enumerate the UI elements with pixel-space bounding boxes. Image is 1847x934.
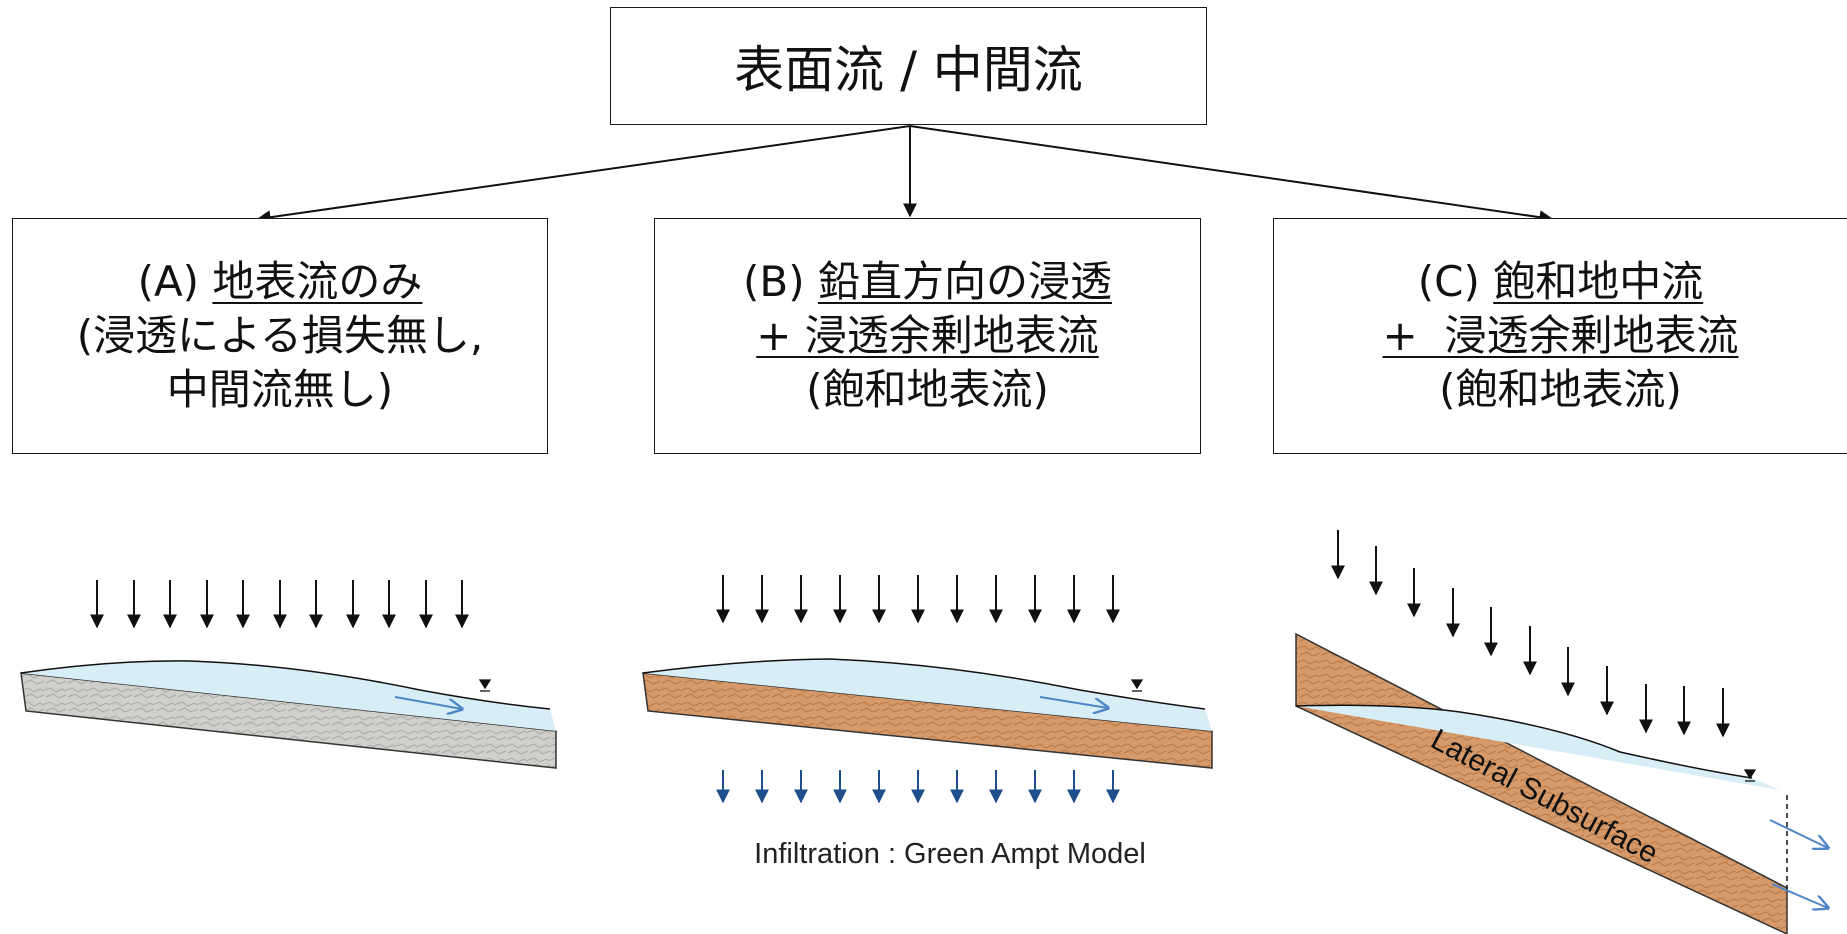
flow-arrow-a [394,696,462,709]
water-table-symbol-b [1130,679,1144,692]
connector-lines [256,125,1554,225]
case-b-box: (B) 鉛直方向の浸透 + 浸透余剰地表流 (飽和地表流) [654,218,1201,454]
outflow-arrow-lower-c [1771,883,1828,908]
case-a-line2: (浸透による損失無し, [76,311,484,360]
case-c-box: (C) 飽和地中流 + 浸透余剰地表流 (飽和地表流) [1273,218,1847,454]
water-table-symbol-c [1743,769,1757,782]
water-surface-b [642,658,1206,710]
outflow-arrow-upper-c [1769,819,1828,848]
case-a-prefix: (A) [137,257,213,306]
rain-arrows-c [1331,530,1730,738]
water-layer-a [21,660,556,731]
case-c-title: 飽和地中流 [1493,257,1704,306]
case-b-line3: (飽和地表流) [806,365,1049,414]
case-b-line2: + 浸透余剰地表流 [756,311,1099,360]
root-label: 表面流 / 中間流 [734,41,1083,99]
case-c-line2: + 浸透余剰地表流 [1382,311,1739,360]
rain-arrows-b [716,575,1120,624]
rain-arrows-a [90,580,469,629]
water-layer-c [1296,705,1780,790]
case-b-prefix: (B) [743,257,818,306]
case-c-prefix: (C) [1417,257,1494,306]
case-a-line1: (A) 地表流のみ [138,255,423,309]
soil-slab-a [20,672,557,769]
soil-slab-b [642,672,1213,769]
case-a-line3: 中間流無し) [166,365,394,414]
water-table-symbol-a [478,679,492,692]
connector-to-c [909,125,1554,225]
root-node: 表面流 / 中間流 [610,7,1207,125]
connector-to-a [256,125,911,225]
case-a-title: 地表流のみ [212,257,423,306]
case-b-line1: (B) 鉛直方向の浸透 [743,255,1112,309]
infiltration-arrows [716,770,1120,804]
case-a-box: (A) 地表流のみ (浸透による損失無し, 中間流無し) [12,218,548,454]
water-surface-c [1295,704,1753,779]
case-c-line1: (C) 飽和地中流 [1418,255,1703,309]
infiltration-caption: Infiltration : Green Ampt Model [754,838,1146,870]
case-b-title: 鉛直方向の浸透 [817,257,1112,306]
case-c-line3: (飽和地表流) [1439,365,1682,414]
water-surface-a [20,660,551,710]
flow-arrow-b [1039,696,1108,708]
water-layer-b [643,659,1212,731]
